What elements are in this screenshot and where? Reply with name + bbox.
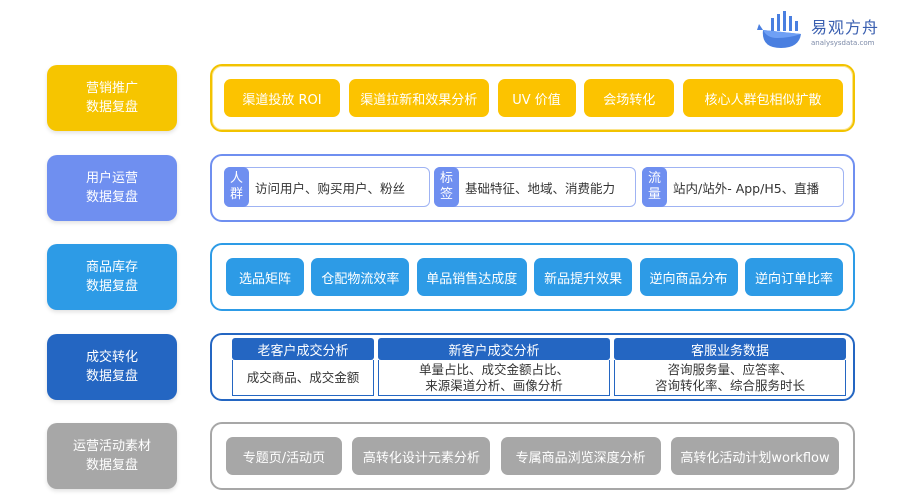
tag-label: 标 签	[434, 167, 459, 207]
tag-traffic: 流 量	[642, 167, 667, 207]
chip-sku-sales: 单品销售达成度	[416, 258, 527, 296]
chip-reverse-product: 逆向商品分布	[639, 258, 738, 296]
row-conversion: 成交转化 数据复盘 老客户成交分析 成交商品、成交金额 新客户成交分析 单量占比…	[0, 333, 907, 401]
group-label: 标 签 基础特征、地域、消费能力	[434, 167, 636, 207]
whale-logo-icon	[757, 8, 807, 52]
section-customer-service: 客服业务数据 咨询服务量、应答率、 咨询转化率、综合服务时长	[614, 338, 846, 396]
row-label-inventory: 商品库存 数据复盘	[47, 244, 177, 310]
chip-logistics: 仓配物流效率	[311, 258, 410, 296]
chip-channel-acquisition: 渠道拉新和效果分析	[348, 79, 489, 117]
section-old-customer-body: 成交商品、成交金额	[232, 360, 374, 396]
chip-product-matrix: 选品矩阵	[226, 258, 304, 296]
logo-subtitle: analysysdata.com	[811, 38, 875, 47]
chip-design-elements: 高转化设计元素分析	[352, 437, 491, 475]
panel-conversion: 老客户成交分析 成交商品、成交金额 新客户成交分析 单量占比、成交金额占比、 来…	[210, 333, 855, 401]
logo-title: 易观方舟	[811, 17, 880, 37]
group-crowd: 人 群 访问用户、购买用户、粉丝	[224, 167, 430, 207]
row-user-ops: 用户运营 数据复盘 人 群 访问用户、购买用户、粉丝 标 签 基础特征、地域、消…	[0, 154, 907, 222]
chip-channel-roi: 渠道投放 ROI	[224, 79, 340, 117]
chip-new-product: 新品提升效果	[534, 258, 633, 296]
row-campaign: 运营活动素材 数据复盘 专题页/活动页 高转化设计元素分析 专属商品浏览深度分析…	[0, 422, 907, 490]
section-customer-service-title: 客服业务数据	[614, 338, 846, 360]
row-inventory: 商品库存 数据复盘 选品矩阵 仓配物流效率 单品销售达成度 新品提升效果 逆向商…	[0, 243, 907, 311]
group-crowd-text: 访问用户、购买用户、粉丝	[255, 180, 406, 196]
group-label-text: 基础特征、地域、消费能力	[465, 180, 616, 196]
row-label-conversion: 成交转化 数据复盘	[47, 334, 177, 400]
section-new-customer: 新客户成交分析 单量占比、成交金额占比、 来源渠道分析、画像分析	[378, 338, 610, 396]
chip-uv-value: UV 价值	[497, 79, 576, 117]
section-new-customer-body: 单量占比、成交金额占比、 来源渠道分析、画像分析	[378, 360, 610, 396]
chip-topic-page: 专题页/活动页	[226, 437, 342, 475]
brand-logo: 易观方舟 analysysdata.com	[757, 8, 879, 52]
panel-marketing: 渠道投放 ROI 渠道拉新和效果分析 UV 价值 会场转化 核心人群包相似扩散	[210, 64, 855, 132]
section-customer-service-body: 咨询服务量、应答率、 咨询转化率、综合服务时长	[614, 360, 846, 396]
chip-workflow: 高转化活动计划workflow	[670, 437, 839, 475]
chip-browse-depth: 专属商品浏览深度分析	[500, 437, 661, 475]
chip-reverse-order: 逆向订单比率	[744, 258, 843, 296]
row-label-campaign: 运营活动素材 数据复盘	[47, 423, 177, 489]
section-old-customer: 老客户成交分析 成交商品、成交金额	[232, 338, 374, 396]
group-traffic-text: 站内/站外- App/H5、直播	[673, 180, 820, 196]
tag-crowd: 人 群	[224, 167, 249, 207]
section-old-customer-title: 老客户成交分析	[232, 338, 374, 360]
row-marketing: 营销推广 数据复盘 渠道投放 ROI 渠道拉新和效果分析 UV 价值 会场转化 …	[0, 64, 907, 132]
section-new-customer-title: 新客户成交分析	[378, 338, 610, 360]
row-label-user-ops: 用户运营 数据复盘	[47, 155, 177, 221]
chip-venue-conversion: 会场转化	[584, 79, 675, 117]
panel-inventory: 选品矩阵 仓配物流效率 单品销售达成度 新品提升效果 逆向商品分布 逆向订单比率	[210, 243, 855, 311]
panel-user-ops: 人 群 访问用户、购买用户、粉丝 标 签 基础特征、地域、消费能力 流 量 站内…	[210, 154, 855, 222]
group-traffic: 流 量 站内/站外- App/H5、直播	[642, 167, 844, 207]
row-label-marketing: 营销推广 数据复盘	[47, 65, 177, 131]
panel-campaign: 专题页/活动页 高转化设计元素分析 专属商品浏览深度分析 高转化活动计划work…	[210, 422, 855, 490]
chip-lookalike: 核心人群包相似扩散	[683, 79, 843, 117]
